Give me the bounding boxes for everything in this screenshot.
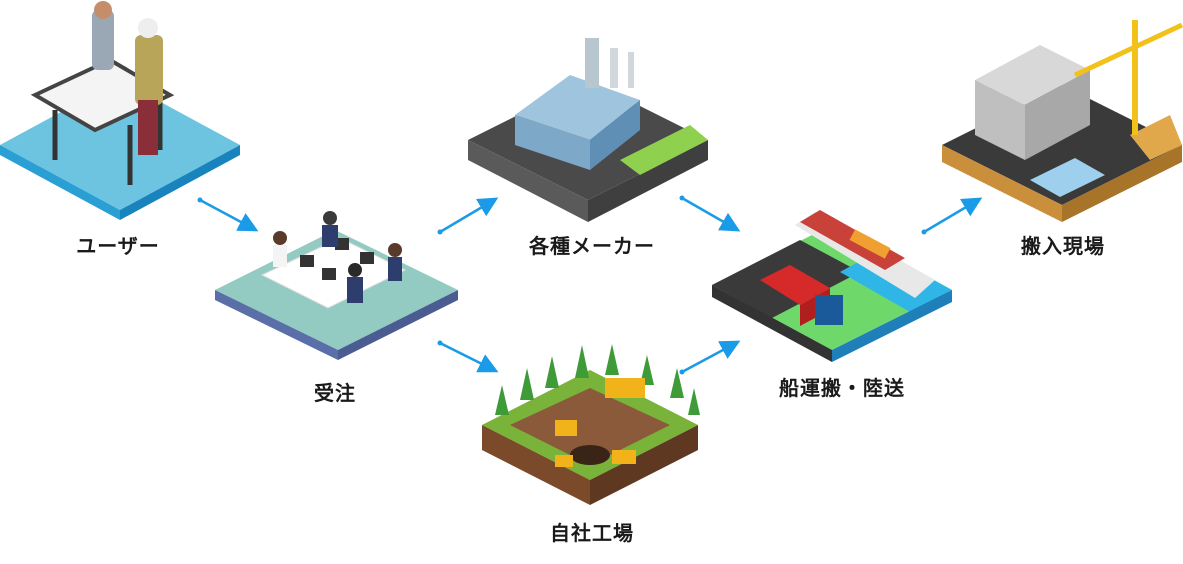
arrow-order-to-makers [437, 197, 499, 235]
transport-illustration [712, 210, 952, 362]
arrow-own-factory-to-transport [679, 340, 741, 375]
arrow-transport-to-site [921, 197, 983, 235]
makers-illustration [468, 38, 708, 222]
node-label-order: 受注 [314, 381, 356, 405]
node-label-user: ユーザー [76, 234, 160, 258]
site-illustration [942, 20, 1183, 222]
order-illustration [215, 211, 458, 360]
node-label-makers: 各種メーカー [529, 234, 655, 258]
arrow-user-to-order [197, 197, 259, 232]
node-label-site: 搬入現場 [1021, 234, 1105, 258]
node-label-transport: 船運搬・陸送 [779, 376, 905, 400]
node-label-own-factory: 自社工場 [550, 521, 634, 545]
own-factory-illustration [482, 344, 700, 505]
user-illustration [0, 1, 240, 220]
arrow-order-to-own-factory [437, 340, 499, 373]
arrow-makers-to-transport [679, 195, 741, 232]
arrows [197, 195, 983, 375]
